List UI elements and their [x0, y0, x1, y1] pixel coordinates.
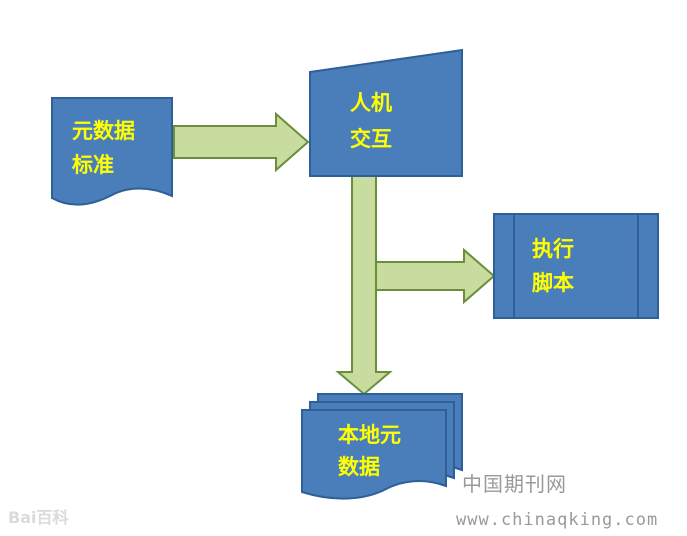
node-local-metadata-line1: 本地元 [338, 423, 401, 447]
node-exec-script-line1: 执行 [532, 237, 574, 261]
arrow-hci-to-exec-script [375, 247, 496, 305]
arrow-hci-to-local-metadata [335, 175, 393, 396]
watermark-site-name: 中国期刊网 [462, 472, 567, 496]
node-local-metadata-line2: 数据 [338, 455, 380, 479]
watermark-site-url: www.chinaqking.com [456, 510, 659, 530]
node-metadata-standard-line1: 元数据 [72, 119, 135, 143]
node-metadata-standard: 元数据 标准 [51, 97, 173, 206]
node-exec-script-line2: 脚本 [532, 271, 574, 295]
node-metadata-standard-line2: 标准 [72, 153, 114, 177]
arrow-standard-to-hci [173, 111, 310, 173]
node-exec-script: 执行 脚本 [493, 213, 659, 319]
node-hci: 人机 交互 [309, 48, 463, 177]
node-hci-line2: 交互 [350, 127, 392, 151]
node-local-metadata: 本地元 数据 [301, 393, 463, 500]
node-hci-line1: 人机 [350, 91, 392, 115]
baidu-baike-watermark-logo: Bai百科 [8, 508, 69, 527]
